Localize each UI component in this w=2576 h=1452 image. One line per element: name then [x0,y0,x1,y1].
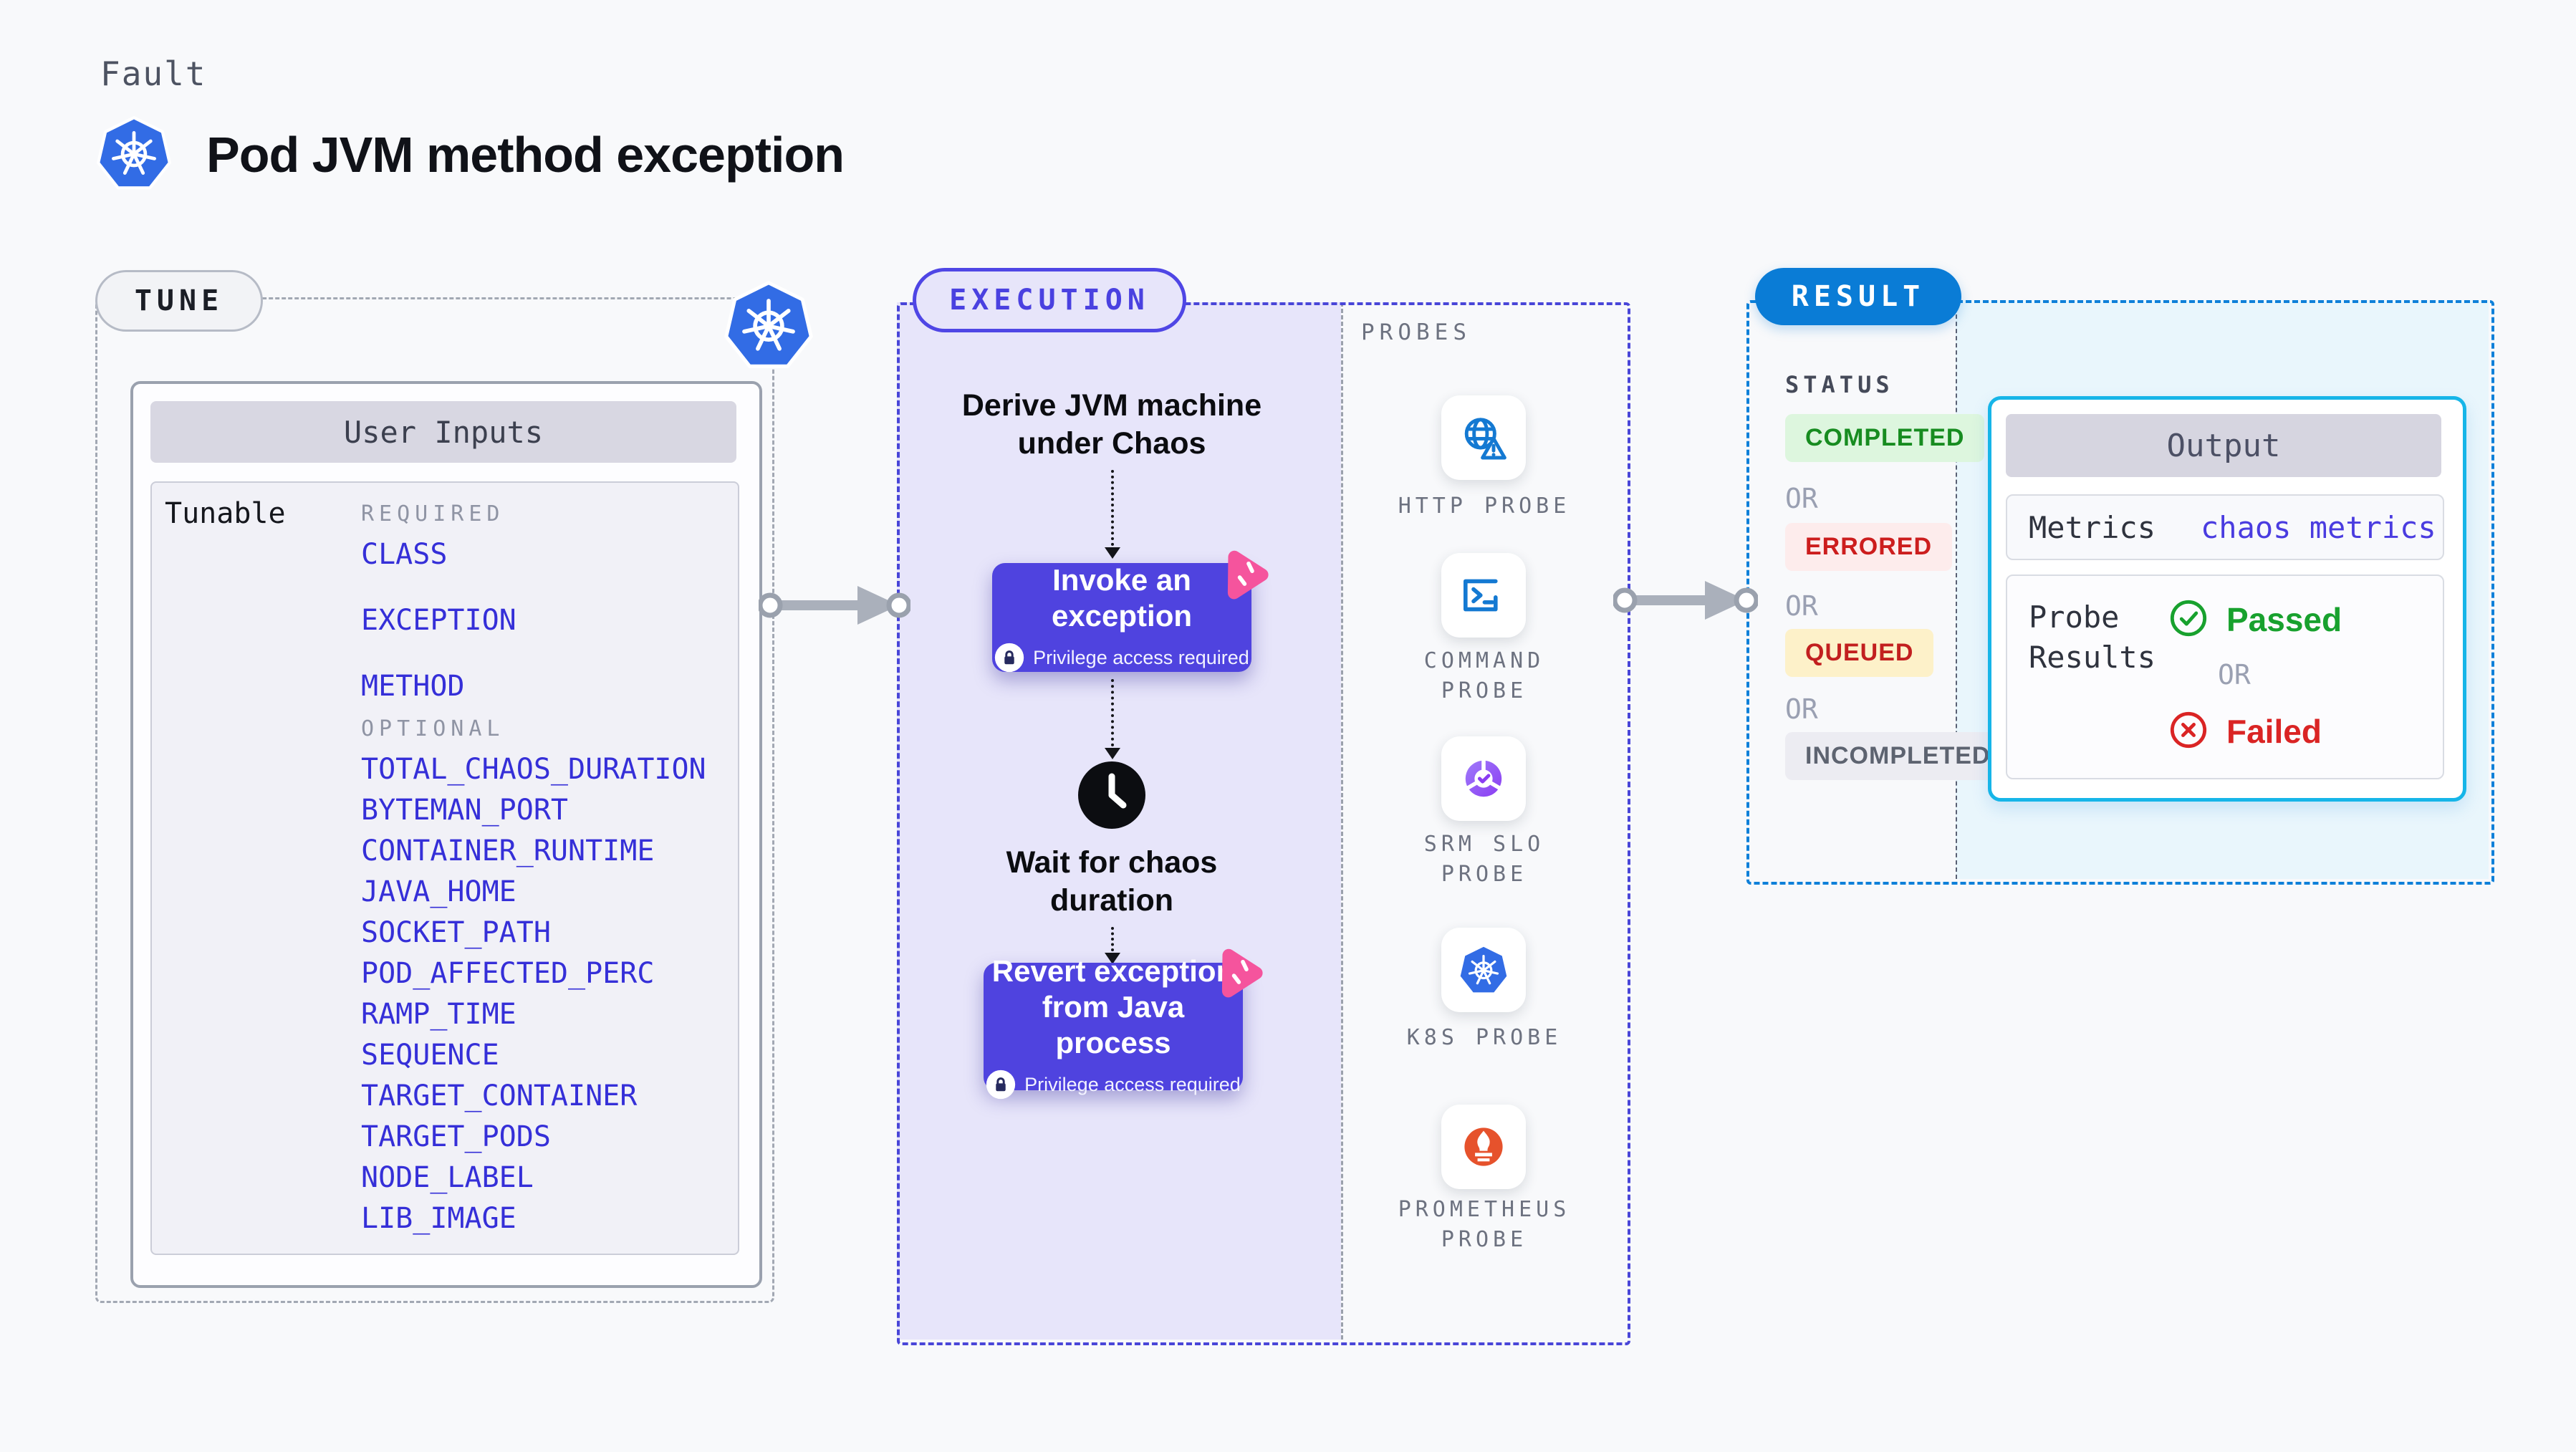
command-probe-card [1441,553,1526,638]
revert-line-1: Revert exception [991,954,1235,988]
param-link[interactable]: SEQUENCE [361,1039,499,1072]
derive-line-1: Derive JVM machine [961,388,1262,423]
flow-connector [1111,927,1114,951]
prometheus-probe-card [1441,1105,1526,1189]
revert-line-2: from Java process [1042,990,1185,1059]
prometheus-flame-icon [1464,1128,1503,1166]
status-badge-queued: QUEUED [1785,629,1934,677]
chaos-pink-icon [1206,941,1270,1005]
passed-label: Passed [2226,601,2342,638]
param-link[interactable]: JAVA_HOME [361,875,516,908]
chaos-pink-icon [1211,542,1276,607]
param-link[interactable]: LIB_IMAGE [361,1202,516,1235]
privilege-label: Privilege access required [1033,646,1249,668]
param-link[interactable]: RAMP_TIME [361,998,516,1031]
probe-results-line-2: Results [2029,640,2156,675]
param-link[interactable]: CLASS [361,538,448,571]
param-link[interactable]: EXCEPTION [361,604,516,637]
output-title: Output [2006,414,2441,477]
status-label: STATUS [1785,371,1894,398]
revert-title: Revert exception from Java process [984,953,1243,1061]
page-title: Pod JVM method exception [206,127,845,183]
fault-eyebrow: Fault [100,54,207,93]
x-circle-icon [2170,711,2207,749]
wait-step-label: Wait for chaos duration [954,844,1269,920]
slo-donut-icon [1465,759,1502,797]
invoke-title: Invoke an exception [1051,563,1193,633]
kubernetes-icon [96,113,172,193]
flow-connector [1111,470,1114,546]
param-link[interactable]: CONTAINER_RUNTIME [361,835,655,867]
k8s-probe-card [1441,928,1526,1012]
param-link[interactable]: NODE_LABEL [361,1161,534,1194]
user-inputs-title: User Inputs [150,401,736,463]
privilege-row: Privilege access required [986,1069,1241,1100]
arrow-right-icon [1613,581,1758,620]
k8s-probe-label: K8S PROBE [1406,1025,1562,1050]
probe-results-label: Probe Results [2029,597,2156,678]
prometheus-probe-label: PROMETHEUS PROBE [1398,1197,1571,1252]
result-separator [1956,300,1957,879]
failed-label: Failed [2226,713,2322,750]
probes-heading: PROBES [1361,319,1471,345]
invoke-exception-node: Invoke an exception Privilege access req… [992,563,1251,672]
param-link[interactable]: SOCKET_PATH [361,916,551,949]
globe-alert-icon [1464,418,1506,460]
or-label: OR [2218,659,2251,691]
probe-results-row [2006,574,2444,779]
or-label: OR [1785,483,1818,514]
metrics-value-link[interactable]: chaos metrics [2201,510,2436,545]
param-link[interactable]: TARGET_CONTAINER [361,1080,638,1112]
srm-slo-probe-card [1441,736,1526,821]
wait-line-1: Wait for chaos [1006,845,1218,880]
result-badge: RESULT [1755,268,1961,325]
tunable-label: Tunable [165,497,286,530]
flow-arrowhead [1105,748,1120,759]
metrics-label: Metrics [2029,510,2156,545]
kubernetes-icon [724,279,814,371]
check-circle-icon [2170,600,2207,637]
probe-results-line-1: Probe [2029,600,2120,635]
flow-arrowhead [1105,953,1120,964]
param-link[interactable]: TARGET_PODS [361,1120,551,1153]
param-link[interactable]: BYTEMAN_PORT [361,794,568,827]
terminal-icon [1464,579,1498,612]
param-link[interactable]: METHOD [361,670,465,703]
wait-line-2: duration [1050,883,1173,918]
privilege-row: Privilege access required [994,643,1249,673]
flow-arrowhead [1105,547,1120,559]
srm-slo-probe-label: SRM SLO PROBE [1423,832,1545,887]
derive-line-2: under Chaos [1017,426,1206,461]
status-badge-incompleted: INCOMPLETED [1785,732,2011,780]
metrics-row [2006,494,2444,560]
execution-badge: EXECUTION [913,268,1186,332]
flow-connector [1111,679,1114,746]
tune-section-box [95,297,774,1303]
privilege-label: Privilege access required [1024,1073,1241,1095]
param-link[interactable]: POD_AFFECTED_PERC [361,957,655,990]
or-label: OR [1785,693,1818,725]
optional-group-label: OPTIONAL [361,716,505,741]
required-group-label: REQUIRED [361,501,505,527]
http-probe-card [1441,395,1526,480]
tune-badge: TUNE [95,270,263,332]
status-badge-errored: ERRORED [1785,523,1953,571]
param-link[interactable]: TOTAL_CHAOS_DURATION [361,753,706,786]
execution-section-box [897,302,1630,1345]
derive-step-label: Derive JVM machine under Chaos [954,387,1269,463]
status-badge-completed: COMPLETED [1785,414,1985,462]
http-probe-label: HTTP PROBE [1398,494,1571,519]
command-probe-label: COMMAND PROBE [1423,648,1545,703]
probes-separator [1341,302,1343,1340]
user-inputs-body [150,481,739,1255]
revert-exception-node: Revert exception from Java process Privi… [984,954,1243,1090]
arrow-right-icon [759,586,910,625]
required-param-list: CLASS EXCEPTION METHOD [361,539,516,702]
or-label: OR [1785,590,1818,622]
optional-param-list: TOTAL_CHAOS_DURATION BYTEMAN_PORT CONTAI… [361,754,706,1234]
